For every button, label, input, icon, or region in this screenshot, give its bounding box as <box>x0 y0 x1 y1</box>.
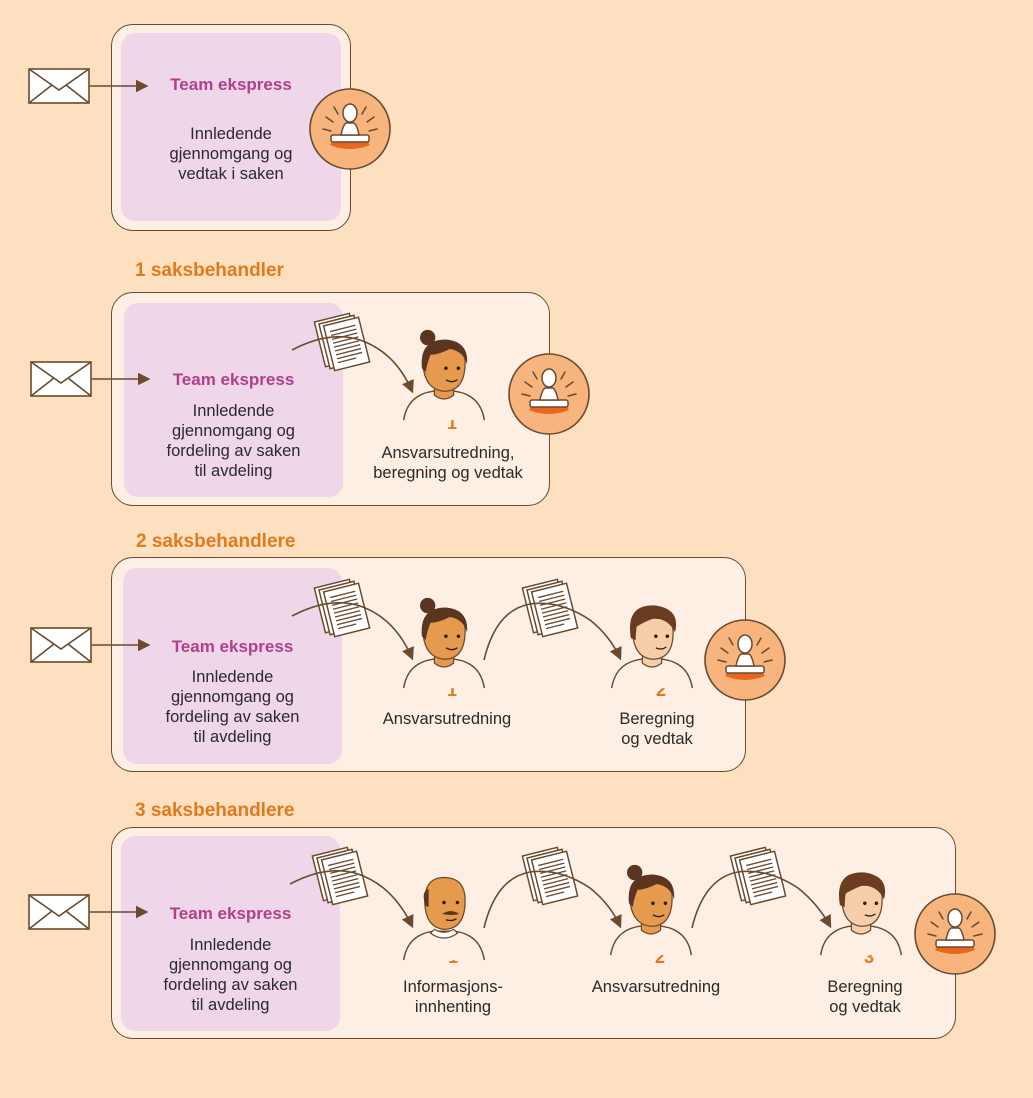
caseworker-role: Ansvarsutredning <box>382 710 512 728</box>
caseworker-avatar <box>609 864 693 956</box>
stamp-icon <box>309 88 391 170</box>
caseworker-number: 2 <box>654 947 665 967</box>
handoff-arrow <box>483 870 622 929</box>
team-ekspress-box: Team ekspress Innledende gjennomgang og … <box>121 33 341 221</box>
caseworker-role: Beregning og vedtak <box>619 710 695 748</box>
documents-icon <box>311 846 369 906</box>
team-description: Innledende gjennomgang og fordeling av s… <box>166 402 301 480</box>
team-description: Innledende gjennomgang og fordeling av s… <box>163 936 298 1014</box>
team-title: Team ekspress <box>171 637 294 656</box>
caseworker-role: Ansvarsutredning <box>591 978 721 996</box>
envelope-icon <box>28 894 90 930</box>
caseworker-number: 1 <box>446 680 457 700</box>
team-description: Innledende gjennomgang og fordeling av s… <box>165 668 300 746</box>
caseworker-avatar <box>402 597 486 689</box>
envelope-icon <box>28 68 90 104</box>
caseworker-avatar <box>402 329 486 421</box>
caseworker-avatar <box>610 604 694 689</box>
team-title: Team ekspress <box>170 75 292 94</box>
caseworker-avatar <box>402 876 486 961</box>
caseworker-role: Beregning og vedtak <box>827 978 903 1016</box>
caseworker-number: 1 <box>446 413 457 433</box>
team-ekspress-box: Team ekspress Innledende gjennomgang og … <box>124 303 343 497</box>
team-ekspress-box: Team ekspress Innledende gjennomgang og … <box>121 836 340 1031</box>
documents-icon <box>521 846 579 906</box>
documents-icon <box>313 578 371 638</box>
row-heading: 1 saksbehandler <box>135 260 284 281</box>
caseworker-number: 2 <box>655 680 666 700</box>
stamp-icon <box>704 619 786 701</box>
envelope-icon <box>30 627 92 663</box>
team-title: Team ekspress <box>169 904 292 923</box>
handoff-arrow <box>691 870 832 929</box>
handoff-arrow <box>289 869 414 929</box>
stamp-icon <box>508 353 590 435</box>
documents-icon <box>521 578 579 638</box>
row-heading: 2 saksbehandlere <box>136 531 296 552</box>
handoff-arrow <box>291 335 414 394</box>
caseworker-role: Informasjons- innhenting <box>403 978 503 1016</box>
handoff-arrow <box>291 601 414 661</box>
caseworker-role: Ansvarsutredning, beregning og vedtak <box>373 444 523 482</box>
caseworker-avatar <box>819 871 903 956</box>
stamp-icon <box>914 893 996 975</box>
team-title: Team ekspress <box>172 370 295 389</box>
team-description: Innledende gjennomgang og vedtak i saken <box>169 125 293 183</box>
row-heading: 3 saksbehandlere <box>135 800 295 821</box>
caseworker-number: 3 <box>863 947 874 967</box>
handoff-arrow <box>483 602 622 661</box>
team-ekspress-box: Team ekspress Innledende gjennomgang og … <box>123 568 342 764</box>
documents-icon <box>313 312 371 372</box>
envelope-icon <box>30 361 92 397</box>
documents-icon <box>729 846 787 906</box>
